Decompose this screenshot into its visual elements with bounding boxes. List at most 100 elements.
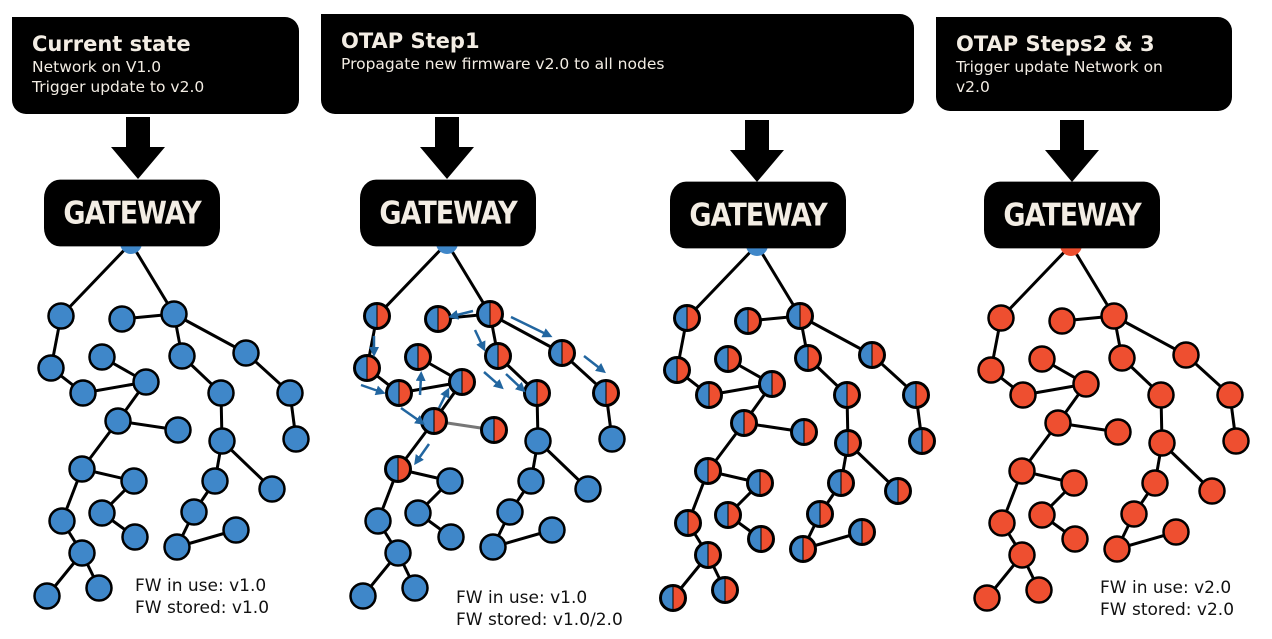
propagation-arrow-icon [437, 387, 450, 409]
network-node [353, 354, 381, 382]
fw-in-use: FW in use: v2.0 [1100, 578, 1232, 598]
fw-in-use: FW in use: v1.0 [456, 588, 588, 608]
network-node [848, 518, 876, 546]
network-node [694, 541, 722, 569]
gateway-box: GATEWAY [984, 181, 1160, 249]
network-node [258, 475, 286, 503]
network-node [538, 516, 566, 544]
propagation-arrow-icon [448, 309, 474, 320]
network-node [404, 343, 432, 371]
network-node [758, 370, 786, 398]
panel-current-state: Current state Network on V1.0 Trigger up… [12, 17, 299, 114]
network-node [794, 344, 822, 372]
gateway-box: GATEWAY [360, 179, 536, 247]
network-node [69, 379, 97, 407]
network-node [711, 576, 739, 604]
network-node [480, 416, 508, 444]
network-link [375, 241, 449, 318]
network-node [496, 498, 524, 526]
propagation-arrow-icon [483, 371, 504, 390]
network-node [448, 368, 476, 396]
network-node [132, 368, 160, 396]
network-node [88, 499, 116, 527]
panel-otap-step1: OTAP Step1 Propagate new firmware v2.0 t… [321, 14, 914, 114]
fw-status: FW in use: v1.0 FW stored: v1.0 [135, 575, 269, 619]
network-node [1072, 370, 1100, 398]
network-node [1100, 302, 1128, 330]
network-node [385, 379, 413, 407]
fw-stored: FW stored: v1.0/2.0 [456, 610, 623, 630]
down-arrow-icon [730, 150, 784, 182]
panel-line: Trigger update to v2.0 [32, 78, 205, 96]
network-node [523, 379, 551, 407]
down-arrow-icon [1045, 150, 1099, 182]
panel-otap-steps2-3: OTAP Steps2 & 3 Trigger update Network o… [936, 17, 1232, 111]
network-node [574, 475, 602, 503]
panel-title: OTAP Steps2 & 3 [956, 32, 1155, 56]
network-node [1148, 429, 1176, 457]
down-arrow-icon [126, 117, 150, 149]
network-node [694, 457, 722, 485]
network-node [1060, 469, 1088, 497]
propagation-arrow-icon [510, 315, 553, 338]
network-node [1044, 409, 1072, 437]
network-node [673, 304, 701, 332]
network-node [663, 356, 691, 384]
network-node [1162, 518, 1190, 546]
panel-line: Propagate new firmware v2.0 to all nodes [341, 55, 665, 73]
panel-title: Current state [32, 32, 191, 56]
network-node [48, 507, 76, 535]
propagation-arrow-icon [583, 355, 606, 374]
network-node [988, 509, 1016, 537]
network-node [436, 467, 464, 495]
network-link [129, 242, 176, 315]
gateway-box: GATEWAY [670, 181, 846, 249]
network-node [384, 539, 412, 567]
network-node [786, 302, 814, 330]
network-node [168, 342, 196, 370]
panel-title: OTAP Step1 [341, 29, 480, 53]
network-node [833, 381, 861, 409]
network-node [790, 418, 818, 446]
network-node [858, 341, 886, 369]
down-arrow-icon [1060, 120, 1084, 152]
network-node [222, 516, 250, 544]
network-node [121, 523, 149, 551]
panel-line: Trigger update Network on [956, 58, 1163, 76]
network-node [33, 582, 61, 610]
network-node [884, 477, 912, 505]
down-arrow-icon [745, 120, 769, 152]
network-link [999, 243, 1073, 320]
network-link [59, 241, 133, 318]
network-node [1141, 469, 1169, 497]
network-node [160, 300, 188, 328]
propagation-arrow-icon [473, 329, 486, 352]
network-node [714, 345, 742, 373]
network-node [484, 342, 512, 370]
network-node [276, 379, 304, 407]
panel-line: v2.0 [956, 78, 990, 96]
fw-status: FW in use: v2.0 FW stored: v2.0 [1100, 577, 1234, 621]
down-arrow-icon [435, 117, 459, 149]
fw-status: FW in use: v1.0 FW stored: v1.0/2.0 [456, 587, 623, 631]
fw-stored: FW stored: v2.0 [1100, 600, 1235, 620]
network-node [908, 427, 936, 455]
network-node [1103, 535, 1131, 563]
propagation-arrow-icon [415, 371, 426, 396]
network-node [987, 304, 1015, 332]
propagation-arrow-icon [414, 443, 431, 466]
network-node [592, 379, 620, 407]
network-node [734, 307, 762, 335]
network-node [977, 356, 1005, 384]
network-node [180, 498, 208, 526]
network-node [1025, 576, 1053, 604]
network-node [120, 467, 148, 495]
network-node [1061, 525, 1089, 553]
propagation-arrow-icon [505, 373, 526, 393]
network-node [437, 523, 465, 551]
propagation-arrow-icon [400, 406, 426, 425]
network-node [85, 574, 113, 602]
network-node [1120, 500, 1148, 528]
network-node [695, 381, 723, 409]
network-node [479, 533, 507, 561]
